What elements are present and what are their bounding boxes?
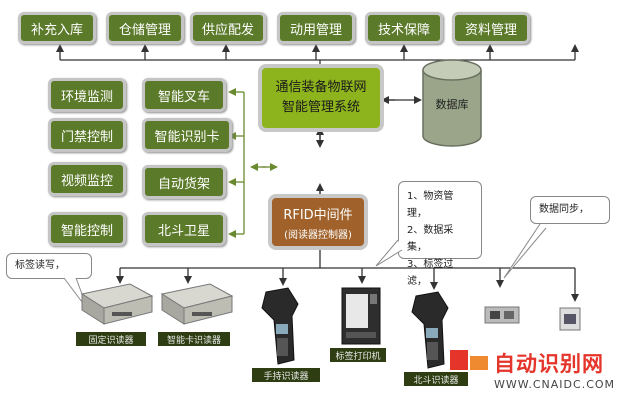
sync-terminal-icon <box>559 307 581 331</box>
smart-card-reader-label: 智能卡识读器 <box>158 332 230 346</box>
module-video-monitor: 视频监控 <box>48 162 126 196</box>
module-distribution: 供应配发 <box>190 12 266 44</box>
watermark-en: WWW.CNAIDC.COM <box>494 378 616 391</box>
middleware-subtitle: (阅读器控制器) <box>284 229 352 241</box>
function-item: 1、物资管理， <box>407 191 454 219</box>
module-auto-shelf: 自动货架 <box>142 165 226 199</box>
middleware-functions-note: 1、物资管理， 2、数据采集， 3、标签过滤， <box>398 181 482 287</box>
module-warehouse: 仓储管理 <box>106 12 184 44</box>
data-sync-callout: 数据同步， <box>530 196 610 224</box>
fixed-reader-label: 固定识读器 <box>76 332 146 346</box>
tag-write-callout: 标签读写， <box>6 253 92 279</box>
watermark-cn: 自动识别网 <box>494 352 604 376</box>
functions-callout-pointer <box>375 239 403 267</box>
middleware-title: RFID中间件 <box>283 207 353 223</box>
module-beidou: 北斗卫星 <box>142 212 226 246</box>
rfid-middleware-box: RFID中间件 (阅读器控制器) <box>268 194 368 250</box>
panel-device-icon <box>484 306 520 324</box>
database-cylinder <box>422 59 482 147</box>
handheld-reader-label: 手持识读器 <box>252 368 320 382</box>
module-env-monitor: 环境监测 <box>48 78 126 112</box>
module-usage: 动用管理 <box>277 12 355 44</box>
beidou-reader-label: 北斗识读器 <box>404 372 468 386</box>
module-smart-forklift: 智能叉车 <box>142 78 226 112</box>
smart-card-reader-icon <box>160 283 234 325</box>
module-access-control: 门禁控制 <box>48 118 126 152</box>
handheld-reader-icon <box>261 287 299 365</box>
top-bus <box>56 44 579 68</box>
beidou-reader-icon <box>411 291 449 369</box>
core-system-box: 通信装备物联网 智能管理系统 <box>258 64 384 132</box>
watermark-logo-icon <box>450 350 488 370</box>
fixed-reader-icon <box>80 283 154 325</box>
function-item: 3、标签过滤， <box>407 259 454 287</box>
module-smart-id-card: 智能识别卡 <box>142 118 232 152</box>
device-bus <box>116 250 579 302</box>
module-tech-support: 技术保障 <box>365 12 443 44</box>
label-printer-icon <box>341 287 381 345</box>
module-bracket <box>228 88 278 238</box>
function-item: 2、数据采集， <box>407 225 454 253</box>
core-system-line2: 智能管理系统 <box>281 100 360 115</box>
core-system-line1: 通信装备物联网 <box>275 80 367 95</box>
module-documents: 资料管理 <box>452 12 530 44</box>
database-label: 数据库 <box>435 98 469 111</box>
data-sync-pointer <box>503 223 547 279</box>
label-printer-label: 标签打印机 <box>330 348 386 362</box>
module-supply-inbound: 补充入库 <box>18 12 96 44</box>
module-smart-control: 智能控制 <box>48 212 126 246</box>
